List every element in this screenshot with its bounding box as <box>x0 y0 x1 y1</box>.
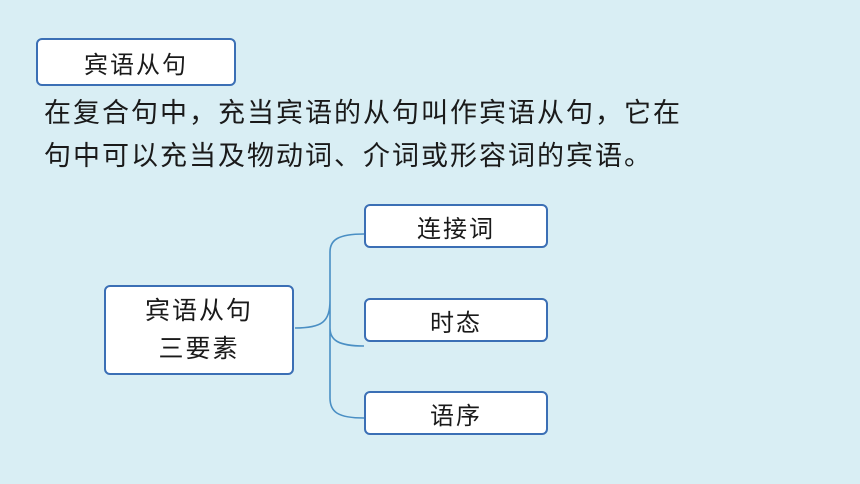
definition-line-2: 句中可以充当及物动词、介词或形容词的宾语。 <box>44 141 653 172</box>
branch-node-tense: 时态 <box>364 298 548 342</box>
bracket-path <box>294 233 365 419</box>
center-node-line-2: 三要素 <box>158 334 240 363</box>
branch-node-connective: 连接词 <box>364 204 548 248</box>
branch-label: 语序 <box>430 401 482 430</box>
branch-node-word-order: 语序 <box>364 391 548 435</box>
center-node: 宾语从句 三要素 <box>104 285 294 375</box>
section-title: 宾语从句 <box>84 50 188 79</box>
section-title-box: 宾语从句 <box>36 38 236 86</box>
definition-line-1: 在复合句中，充当宾语的从句叫作宾语从句，它在 <box>44 98 682 129</box>
definition-paragraph: 在复合句中，充当宾语的从句叫作宾语从句，它在 句中可以充当及物动词、介词或形容词… <box>44 92 824 178</box>
branch-label: 时态 <box>430 308 482 337</box>
branch-label: 连接词 <box>417 214 495 243</box>
center-node-line-1: 宾语从句 <box>144 296 253 325</box>
